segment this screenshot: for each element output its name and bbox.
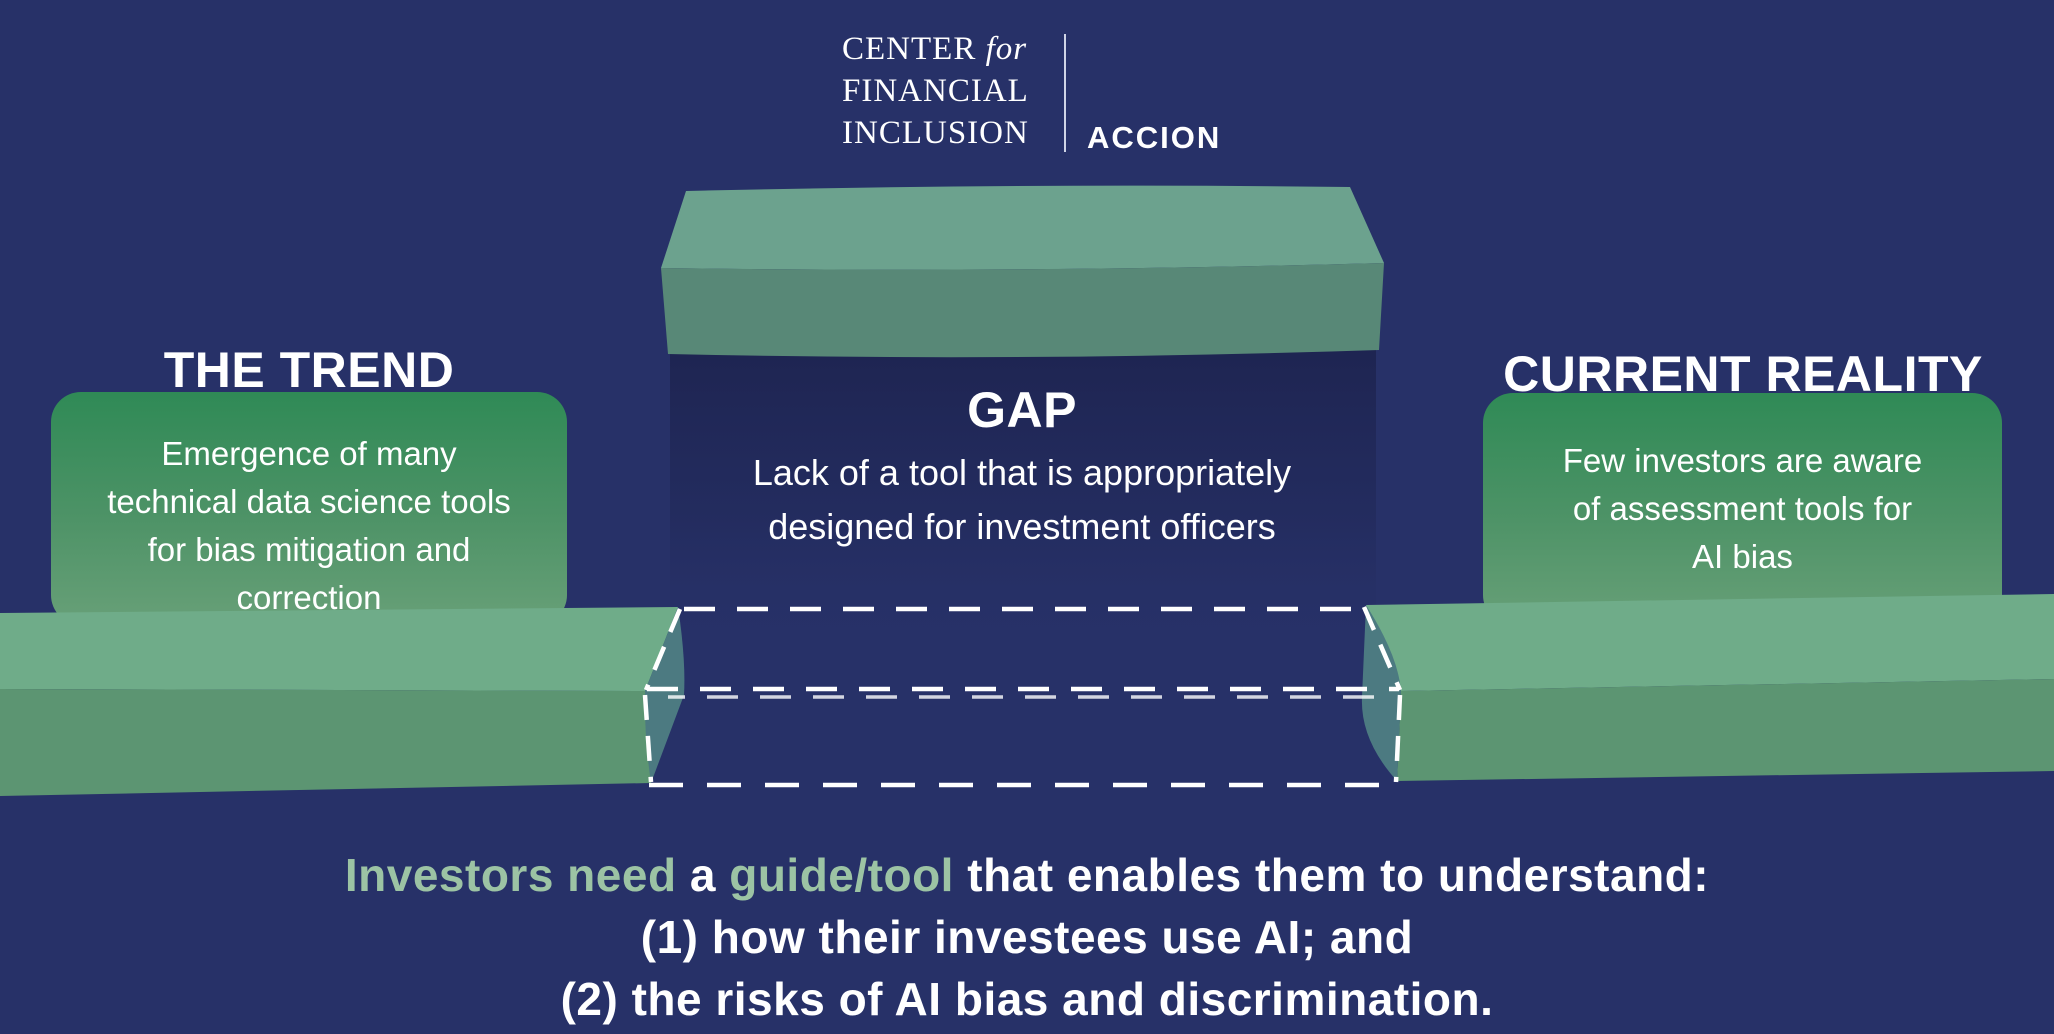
- footer-line-2: (1) how their investees use AI; and: [640, 911, 1414, 963]
- logo-word-center: CENTER: [842, 31, 977, 67]
- logo-word-for: for: [985, 31, 1028, 67]
- dashed-right-lower-edge: [1393, 694, 1403, 783]
- accion-logo: ACCION: [1087, 120, 1222, 155]
- slab-front-face: [661, 263, 1384, 358]
- footer-line-3: (2) the risks of AI bias and discriminat…: [560, 973, 1494, 1025]
- logo-line-3: INCLUSION: [842, 115, 1029, 151]
- right-platform-side-face: [1361, 605, 1401, 781]
- dashed-right-upper-slant: [1361, 606, 1403, 691]
- logo-line-2: FINANCIAL: [842, 73, 1029, 109]
- right-platform-front-face: [1397, 679, 2054, 781]
- logo-line-1: CENTER for: [842, 28, 1029, 70]
- dashed-left-lower-edge: [642, 694, 654, 783]
- dashed-left-upper-slant: [643, 608, 683, 691]
- cfi-logo: CENTER for FINANCIAL INCLUSION: [842, 28, 1029, 154]
- right-platform-top-face: [1366, 594, 2054, 691]
- footer-line-1-rest: that enables them to understand:: [953, 849, 1710, 901]
- missing-segment-dashed-outline: [642, 606, 1403, 788]
- footer-connector: a: [676, 849, 730, 901]
- trend-heading: THE TREND: [163, 342, 455, 398]
- footer-line-1: Investors need a guide/tool that enables…: [0, 844, 2054, 906]
- slab-top-face: [661, 185, 1384, 270]
- left-platform-top-face: [0, 607, 678, 691]
- left-platform-front-face: [0, 689, 651, 796]
- footer-highlight-guide-tool: guide/tool: [729, 849, 954, 901]
- footer-statement: Investors need a guide/tool that enables…: [0, 844, 2054, 1030]
- reality-heading: CURRENT REALITY: [1503, 346, 1983, 402]
- gap-heading: GAP: [967, 382, 1077, 438]
- left-platform-side-face: [644, 607, 685, 783]
- logo-divider-line: [1064, 34, 1066, 152]
- footer-highlight-investors-need: Investors need: [344, 849, 677, 901]
